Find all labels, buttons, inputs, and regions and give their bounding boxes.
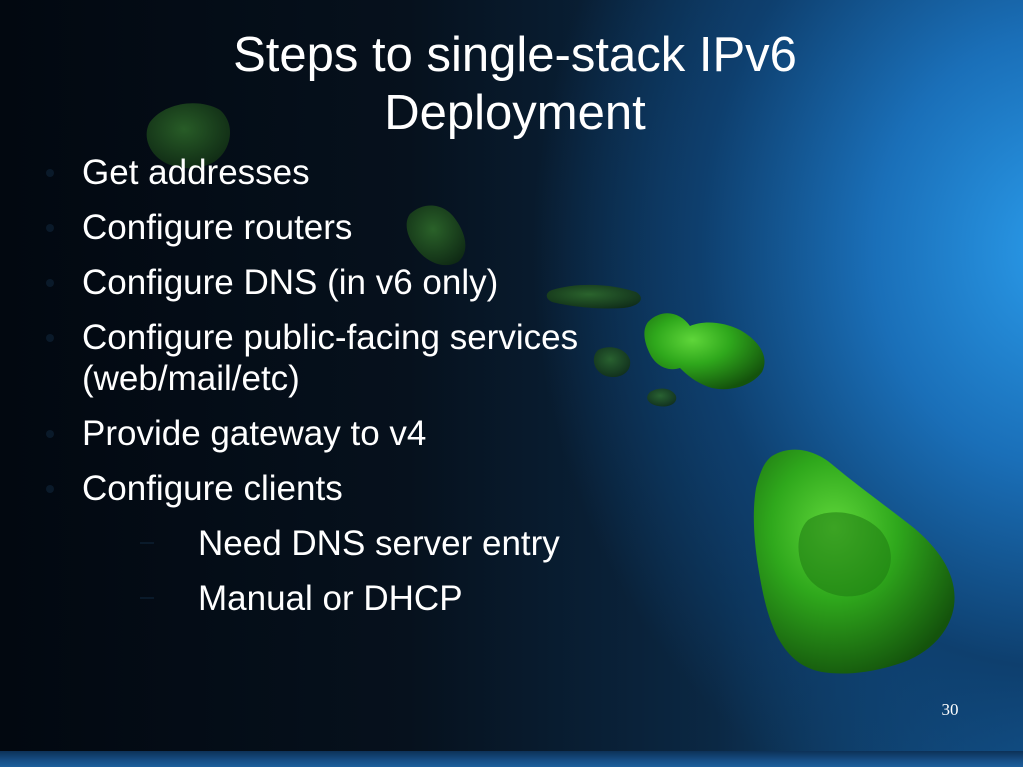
- bullet-item: Configure public-facing services (web/ma…: [40, 317, 740, 399]
- slide-title: Steps to single-stack IPv6 Deployment: [110, 26, 920, 142]
- bullet-item: Provide gateway to v4: [40, 413, 740, 454]
- bullet-text: Get addresses: [82, 153, 310, 192]
- bullet-dot-icon: [46, 430, 54, 438]
- bullet-dot-icon: [46, 169, 54, 177]
- sub-bullet-item: Need DNS server entry: [40, 523, 740, 564]
- bullet-dot-icon: [46, 334, 54, 342]
- bullet-text: Configure routers: [82, 208, 353, 247]
- bullet-item: Get addresses: [40, 152, 740, 193]
- bullet-item: Configure DNS (in v6 only): [40, 262, 740, 303]
- bullet-text: Configure DNS (in v6 only): [82, 263, 499, 302]
- island-oahu: [406, 205, 466, 266]
- bottom-strip: [0, 751, 1023, 767]
- bullet-dot-icon: [46, 279, 54, 287]
- island-kauai: [146, 103, 231, 169]
- bullet-text-continuation: (web/mail/etc): [82, 359, 300, 398]
- island-hawaii-ridge: [798, 512, 891, 597]
- sub-bullet-dash-icon: [140, 542, 154, 544]
- bullet-dot-icon: [46, 224, 54, 232]
- island-kahoolawe: [647, 388, 677, 407]
- title-line-1: Steps to single-stack IPv6: [233, 28, 797, 82]
- bullet-dot-icon: [46, 485, 54, 493]
- bullet-item: Configure clients: [40, 468, 740, 509]
- bullet-text: Provide gateway to v4: [82, 414, 427, 453]
- sub-bullet-item: Manual or DHCP: [40, 578, 740, 619]
- bullet-item: Configure routers: [40, 207, 740, 248]
- bullet-text: Configure public-facing services: [82, 318, 579, 357]
- title-line-2: Deployment: [384, 86, 646, 140]
- bullet-text: Configure clients: [82, 469, 343, 508]
- island-lanai: [593, 347, 631, 378]
- slide-number: 30: [941, 700, 959, 719]
- sub-bullet-text: Need DNS server entry: [198, 524, 560, 563]
- sub-bullet-text: Manual or DHCP: [198, 579, 463, 618]
- sub-bullet-dash-icon: [140, 597, 154, 599]
- island-maui: [644, 313, 765, 390]
- island-molokai: [546, 284, 641, 309]
- bullet-list: Get addresses Configure routers Configur…: [40, 152, 740, 633]
